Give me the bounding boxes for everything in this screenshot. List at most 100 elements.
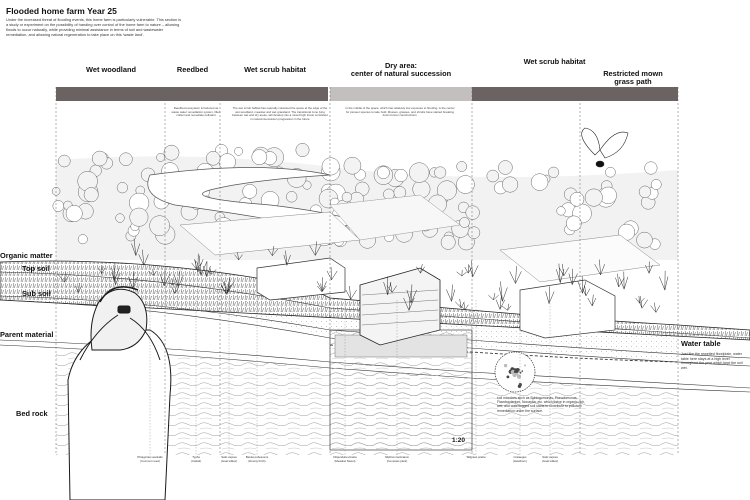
tree-crown	[295, 143, 310, 157]
tree-crown	[636, 231, 653, 249]
desc-wet-scrub: The wet scrub habitat has naturally colo…	[232, 106, 328, 121]
zone-dividers	[55, 87, 679, 455]
tree-crown	[163, 144, 180, 161]
tree-crown	[530, 173, 549, 191]
tree-crown	[638, 185, 652, 198]
shrub	[645, 261, 653, 274]
shrub	[495, 295, 506, 310]
water-table-line	[329, 344, 679, 363]
microbe-dot	[513, 370, 517, 374]
species-label: Tallgrass prairie	[466, 455, 486, 459]
tree-crown	[409, 162, 430, 183]
soil-label-sub-soil: Sub soil	[22, 289, 51, 298]
tree-crown	[83, 187, 99, 203]
microbe-dot	[517, 384, 522, 388]
species-label: Phragmites australis (Common reed)	[137, 455, 163, 463]
zone-label-wet-scrub-left: Wet scrub habitat	[244, 65, 306, 74]
tree-crown	[556, 206, 566, 216]
top-band-right	[472, 87, 678, 101]
building-right	[519, 279, 616, 339]
tree-crown	[251, 149, 268, 165]
shrub	[167, 278, 177, 286]
zone-label-wet-scrub-right: Wet scrub habitat	[523, 57, 586, 66]
tree-crown	[502, 176, 519, 193]
microbe-dot	[524, 364, 527, 367]
water-table-label: Water table	[681, 339, 721, 348]
tree-crown	[65, 205, 83, 222]
shrub	[638, 296, 648, 309]
field-center	[329, 194, 461, 241]
species-label: Betula pubescens (Downy birch)	[245, 455, 269, 463]
soil-label-top-soil: Top soil	[22, 264, 50, 273]
tree-crown	[548, 166, 560, 178]
tree-crown	[234, 146, 243, 156]
shrub	[558, 263, 569, 276]
tree-crown	[77, 234, 88, 245]
shrub	[498, 281, 508, 302]
shrub	[74, 282, 82, 293]
microbes-note: soil microbes such as Sphingomonas, Pseu…	[497, 396, 586, 413]
shrub	[406, 284, 417, 304]
desc-reedbed: Reedbed ecosystem introduced as waste wa…	[171, 106, 221, 118]
tree-crown	[149, 215, 170, 236]
shrub	[545, 286, 555, 304]
tree-crown	[434, 166, 447, 179]
tree-crown	[119, 152, 133, 166]
microbe-dot	[521, 370, 524, 372]
shrub	[650, 302, 661, 313]
shrub	[194, 253, 204, 273]
shrub	[456, 269, 467, 277]
species-leaders	[149, 300, 551, 455]
shrub	[383, 276, 392, 296]
tree-crown	[498, 160, 513, 175]
shrub	[58, 272, 70, 283]
species-label: Silphium laciniatum (Compass plant)	[384, 455, 410, 463]
tree-crown	[115, 213, 125, 223]
tree-crown	[644, 161, 658, 175]
microbe-dot	[518, 370, 521, 373]
shrub	[464, 264, 473, 274]
foreground-vegetation	[58, 238, 669, 313]
soil-label-organic-matter: Organic matter	[0, 251, 53, 260]
shrub	[326, 267, 338, 281]
shrub	[345, 285, 357, 300]
shrub	[615, 273, 625, 288]
butterfly-icon	[581, 127, 629, 168]
shrub	[488, 293, 499, 301]
shrub	[317, 283, 327, 292]
tree-crown	[343, 156, 362, 175]
tree-crown	[205, 151, 221, 166]
shrub	[501, 303, 512, 311]
shrub	[509, 266, 522, 284]
tree-crown	[459, 217, 470, 228]
shrub	[138, 249, 149, 266]
tree-crown	[286, 191, 298, 203]
tree-crown	[129, 207, 149, 227]
shrub	[556, 263, 565, 283]
shrub	[148, 269, 157, 276]
shrub	[131, 238, 141, 256]
ruin-block	[359, 267, 441, 346]
shrub	[202, 261, 211, 277]
tree-crown	[377, 166, 390, 179]
shrub	[587, 294, 597, 307]
tree-crown	[394, 168, 408, 183]
scale-label: 1:20	[452, 437, 466, 444]
tree-crown	[242, 184, 258, 199]
shrub	[594, 259, 605, 276]
tree-crown	[605, 166, 616, 178]
zone-label-reedbed: Reedbed	[176, 65, 209, 74]
tree-crown	[156, 153, 165, 162]
soil-label-parent-material: Parent material	[0, 330, 54, 339]
shrub	[455, 298, 465, 309]
shrub	[171, 284, 179, 294]
top-band-mid	[330, 87, 472, 101]
tree-crown	[584, 188, 603, 207]
tree-crown	[116, 182, 128, 194]
tree-crown	[436, 180, 457, 201]
species-label: Filipendula ulmaria (Meadow Sweet)	[333, 455, 357, 463]
shrub	[659, 270, 669, 291]
zone-label-dry-area: Dry area: center of natural succession	[350, 61, 452, 78]
